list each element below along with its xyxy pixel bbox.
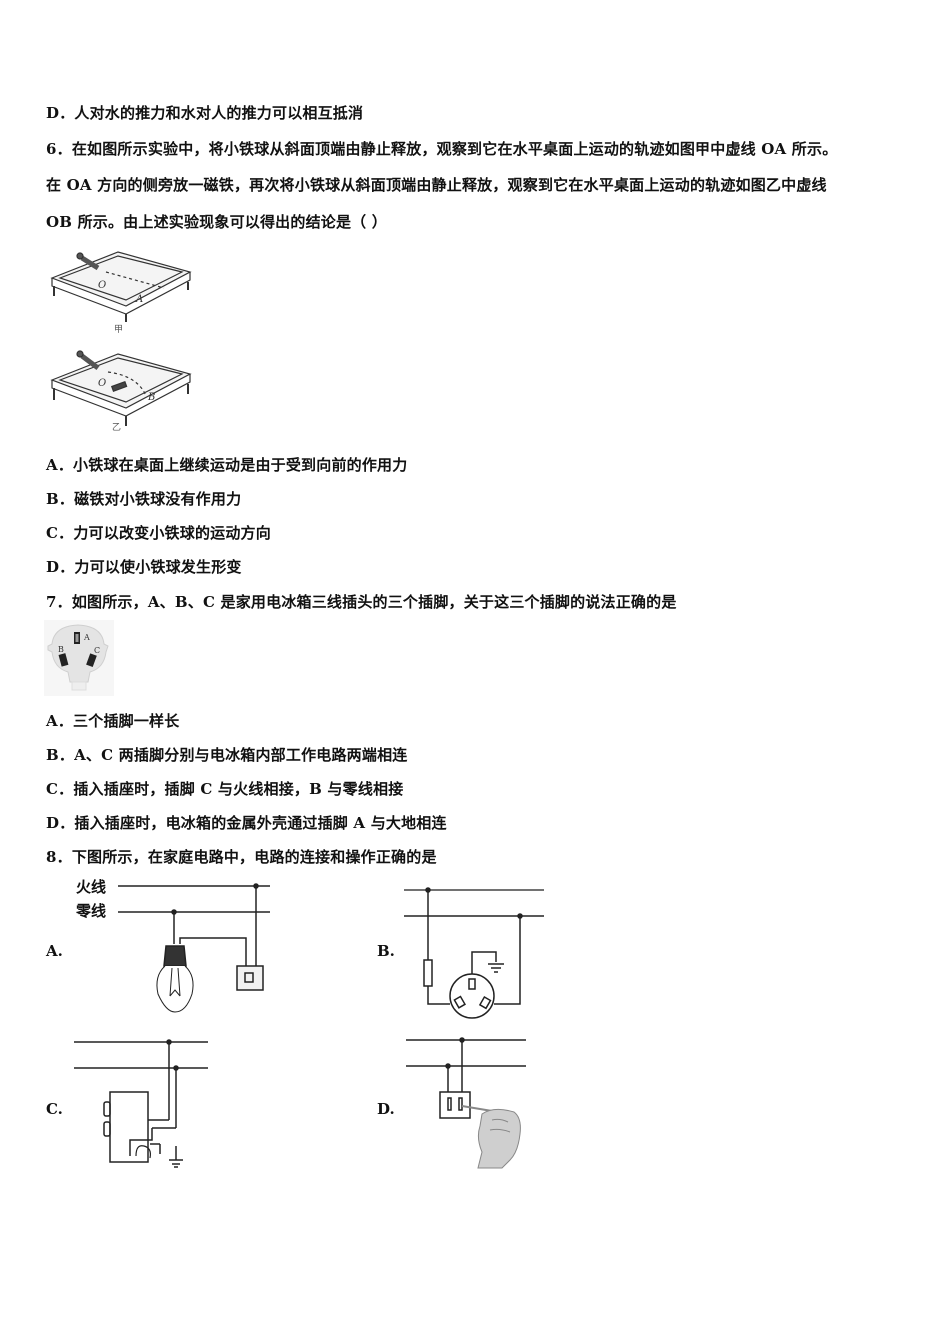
q8-figure-b-label: B. <box>377 942 395 960</box>
q6-option-b: B．磁铁对小铁球没有作用力 <box>46 490 242 508</box>
q8-figure-a-circuit: 火线 零线 <box>70 872 280 1022</box>
q6-option-c: C．力可以改变小铁球的运动方向 <box>46 524 271 542</box>
q6-option-a: A．小铁球在桌面上继续运动是由于受到向前的作用力 <box>46 456 408 474</box>
q8-figure-b-circuit <box>400 880 550 1020</box>
q7-stem: 7．如图所示，A、B、C 是家用电冰箱三线插头的三个插脚，关于这三个插脚的说法正… <box>46 593 677 611</box>
neutral-wire-label: 零线 <box>75 902 106 920</box>
q6-stem-line-2: 在 OA 方向的侧旁放一磁铁，再次将小铁球从斜面顶端由静止释放，观察到它在水平桌… <box>46 176 827 194</box>
pin-c-label: C <box>94 646 100 655</box>
caption-yi: 乙 <box>112 422 121 433</box>
q7-option-b: B．A、C 两插脚分别与电冰箱内部工作电路两端相连 <box>46 746 408 764</box>
q5-option-d: D．人对水的推力和水对人的推力可以相互抵消 <box>46 104 364 122</box>
caption-jia: 甲 <box>114 324 123 335</box>
label-o-top: O <box>98 280 106 291</box>
q6-stem-line-1: 6．在如图所示实验中，将小铁球从斜面顶端由静止释放，观察到它在水平桌面上运动的轨… <box>46 140 838 158</box>
label-b-bottom: B <box>147 392 155 403</box>
q6-figure-tables: O A 甲 O B 乙 <box>46 244 196 434</box>
q8-figure-a-label: A. <box>46 942 63 960</box>
q7-figure-plug: A B C <box>44 620 114 696</box>
q7-option-d: D．插入插座时，电冰箱的金属外壳通过插脚 A 与大地相连 <box>46 814 447 832</box>
label-a-top: A <box>135 294 143 305</box>
live-wire-label: 火线 <box>76 878 106 896</box>
q6-stem-line-3: OB 所示。由上述实验现象可以得出的结论是（ ） <box>46 213 387 231</box>
table-figure-yi <box>50 350 192 426</box>
hand-icon <box>477 1108 521 1169</box>
q8-figure-c-circuit <box>70 1036 215 1171</box>
q8-figure-d-label: D. <box>377 1100 395 1118</box>
q8-figure-c-label: C. <box>46 1100 63 1118</box>
q8-stem: 8．下图所示，在家庭电路中，电路的连接和操作正确的是 <box>46 848 437 866</box>
q6-option-d: D．力可以使小铁球发生形变 <box>46 558 242 576</box>
q7-option-c: C．插入插座时，插脚 C 与火线相接，B 与零线相接 <box>46 780 404 798</box>
table-figure-jia <box>50 251 192 322</box>
pin-b-label: B <box>58 645 64 654</box>
pin-a-label: A <box>83 633 90 642</box>
label-o-bottom: O <box>98 378 106 389</box>
q8-figure-d-circuit <box>402 1034 532 1172</box>
q7-option-a: A．三个插脚一样长 <box>46 712 180 730</box>
